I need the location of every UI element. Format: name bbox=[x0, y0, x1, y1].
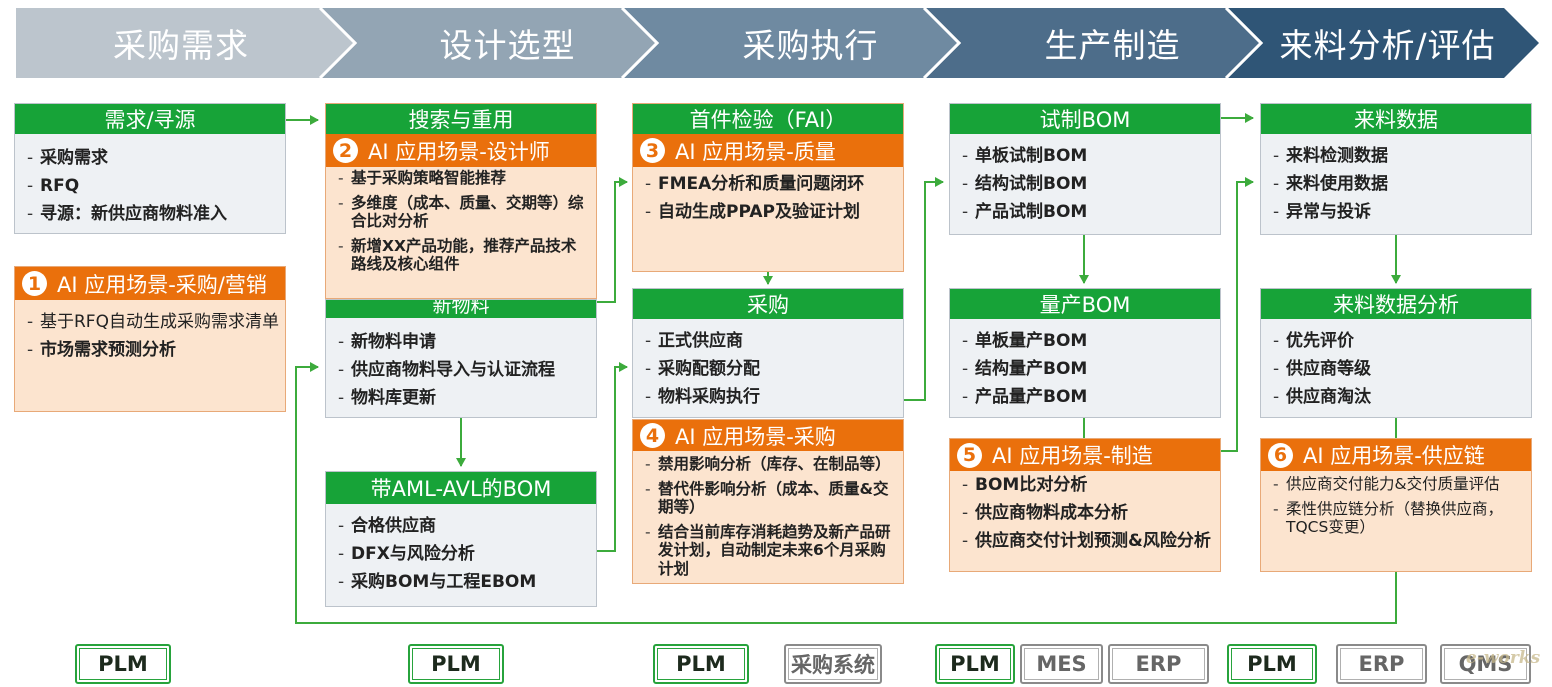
ai-scenario-3-title: AI 应用场景-质量 bbox=[675, 139, 836, 164]
ai-scenario-1-header: 1 AI 应用场景-采购/营销 bbox=[15, 267, 285, 300]
search-reuse-title: 搜索与重用 bbox=[326, 104, 596, 134]
ai-scenario-2-title: AI 应用场景-设计师 bbox=[368, 139, 550, 164]
stage-demand: 采购需求 bbox=[113, 26, 249, 65]
system-erp: ERP bbox=[1336, 644, 1427, 684]
ai-scenario-5-header: 5 AI 应用场景-制造 bbox=[950, 439, 1220, 471]
mass-production-bom-box: 量产BOM 单板量产BOM 结构量产BOM 产品量产BOM bbox=[949, 288, 1221, 418]
list-item: FMEA分析和质量问题闭环 bbox=[645, 174, 897, 195]
list-item: 多维度（成本、质量、交期等）综合比对分析 bbox=[338, 194, 590, 231]
list-item: 寻源：新供应商物料准入 bbox=[27, 204, 279, 225]
list-item: 新物料申请 bbox=[338, 332, 590, 353]
list-item: 供应商物料导入与认证流程 bbox=[338, 360, 590, 381]
system-plm: PLM bbox=[935, 644, 1015, 684]
ai-scenario-4-title: AI 应用场景-采购 bbox=[675, 424, 836, 449]
system-mes: MES bbox=[1020, 644, 1103, 684]
list-item: 基于RFQ自动生成采购需求清单 bbox=[27, 312, 279, 333]
stage-design: 设计选型 bbox=[439, 26, 576, 65]
list-item: 正式供应商 bbox=[645, 331, 897, 352]
purchase-title: 采购 bbox=[633, 289, 903, 319]
ai-scenario-6-box: 6 AI 应用场景-供应链 供应商交付能力&交付质量评估 柔性供应链分析（替换供… bbox=[1260, 438, 1532, 572]
ai-scenario-6-title: AI 应用场景-供应链 bbox=[1303, 444, 1485, 468]
ai-scenario-1-title: AI 应用场景-采购/营销 bbox=[57, 272, 267, 297]
list-item: 基于采购策略智能推荐 bbox=[338, 169, 590, 188]
ai-scenario-5-box: 5 AI 应用场景-制造 BOM比对分析 供应商物料成本分析 供应商交付计划预测… bbox=[949, 438, 1221, 572]
list-item: 异常与投诉 bbox=[1273, 202, 1525, 223]
list-item: 产品试制BOM bbox=[962, 202, 1214, 223]
list-item: 单板量产BOM bbox=[962, 331, 1214, 352]
ai-scenario-6-header: 6 AI 应用场景-供应链 bbox=[1261, 439, 1531, 471]
trial-bom-box: 试制BOM 单板试制BOM 结构试制BOM 产品试制BOM bbox=[949, 103, 1221, 235]
list-item: 结合当前库存消耗趋势及新产品研发计划，自动制定未来6个月采购计划 bbox=[645, 523, 897, 579]
ai-scenario-2-header: 2 AI 应用场景-设计师 bbox=[326, 134, 596, 167]
search-reuse-box: 搜索与重用 2 AI 应用场景-设计师 基于采购策略智能推荐 多维度（成本、质量… bbox=[325, 103, 597, 299]
list-item: 产品量产BOM bbox=[962, 387, 1214, 408]
list-item: 物料库更新 bbox=[338, 388, 590, 409]
system-plm: PLM bbox=[653, 644, 749, 684]
list-item: 单板试制BOM bbox=[962, 146, 1214, 167]
list-item: 结构试制BOM bbox=[962, 174, 1214, 195]
stage-manufacturing: 生产制造 bbox=[1044, 26, 1181, 65]
incoming-analysis-title: 来料数据分析 bbox=[1261, 289, 1531, 319]
ai-scenario-4-box: 4 AI 应用场景-采购 禁用影响分析（库存、在制品等） 替代件影响分析（成本、… bbox=[632, 419, 904, 584]
list-item: 自动生成PPAP及验证计划 bbox=[645, 202, 897, 223]
number-badge: 5 bbox=[957, 442, 982, 468]
number-badge: 2 bbox=[333, 138, 358, 163]
number-badge: 3 bbox=[640, 138, 665, 163]
ai-scenario-5-title: AI 应用场景-制造 bbox=[992, 444, 1153, 468]
list-item: 采购需求 bbox=[27, 148, 279, 169]
list-item: 物料采购执行 bbox=[645, 387, 897, 408]
list-item: 结构量产BOM bbox=[962, 359, 1214, 380]
list-item: 新增XX产品功能，推荐产品技术路线及核心组件 bbox=[338, 237, 590, 274]
stage-incoming-analysis: 来料分析/评估 bbox=[1279, 26, 1496, 65]
number-badge: 4 bbox=[640, 423, 665, 448]
list-item: 供应商等级 bbox=[1273, 359, 1525, 380]
list-item: BOM比对分析 bbox=[962, 475, 1214, 496]
ai-scenario-3-header: 3 AI 应用场景-质量 bbox=[633, 134, 903, 167]
list-item: 来料使用数据 bbox=[1273, 174, 1525, 195]
demand-sourcing-box: 需求/寻源 采购需求 RFQ 寻源：新供应商物料准入 bbox=[14, 103, 286, 234]
number-badge: 1 bbox=[22, 271, 47, 296]
system-erp: ERP bbox=[1108, 644, 1209, 684]
list-item: 供应商交付能力&交付质量评估 bbox=[1273, 475, 1525, 494]
watermark-logo: e-works bbox=[1466, 648, 1541, 668]
incoming-analysis-box: 来料数据分析 优先评价 供应商等级 供应商淘汰 bbox=[1260, 288, 1532, 418]
list-item: 采购BOM与工程EBOM bbox=[338, 572, 590, 593]
list-item: 供应商淘汰 bbox=[1273, 387, 1525, 408]
stage-execution: 采购执行 bbox=[742, 26, 879, 65]
list-item: 供应商交付计划预测&风险分析 bbox=[962, 531, 1214, 552]
purchase-box: 采购 正式供应商 采购配额分配 物料采购执行 bbox=[632, 288, 904, 418]
list-item: 供应商物料成本分析 bbox=[962, 503, 1214, 524]
system-qms: QMS bbox=[1440, 644, 1531, 684]
fai-box: 首件检验（FAI） 3 AI 应用场景-质量 FMEA分析和质量问题闭环 自动生… bbox=[632, 103, 904, 272]
list-item: 合格供应商 bbox=[338, 516, 590, 537]
list-item: RFQ bbox=[27, 176, 279, 197]
ai-scenario-4-header: 4 AI 应用场景-采购 bbox=[633, 420, 903, 451]
list-item: DFX与风险分析 bbox=[338, 544, 590, 565]
number-badge: 6 bbox=[1268, 442, 1293, 468]
trial-bom-title: 试制BOM bbox=[950, 104, 1220, 134]
list-item: 市场需求预测分析 bbox=[27, 340, 279, 361]
aml-avl-bom-box: 带AML-AVL的BOM 合格供应商 DFX与风险分析 采购BOM与工程EBOM bbox=[325, 471, 597, 607]
list-item: 替代件影响分析（成本、质量&交期等） bbox=[645, 480, 897, 517]
system-plm: PLM bbox=[408, 644, 504, 684]
new-material-title: 新物料 bbox=[326, 300, 596, 318]
list-item: 禁用影响分析（库存、在制品等） bbox=[645, 455, 897, 474]
incoming-data-box: 来料数据 来料检测数据 来料使用数据 异常与投诉 bbox=[1260, 103, 1532, 235]
incoming-data-title: 来料数据 bbox=[1261, 104, 1531, 134]
list-item: 来料检测数据 bbox=[1273, 146, 1525, 167]
stage-banner bbox=[16, 6, 1539, 80]
ai-scenario-1-box: 1 AI 应用场景-采购/营销 基于RFQ自动生成采购需求清单 市场需求预测分析 bbox=[14, 266, 286, 412]
fai-title: 首件检验（FAI） bbox=[633, 104, 903, 134]
system-plm: PLM bbox=[1227, 644, 1317, 684]
system-procurement: 采购系统 bbox=[784, 644, 882, 684]
new-material-box: 新物料 新物料申请 供应商物料导入与认证流程 物料库更新 bbox=[325, 299, 597, 418]
list-item: 柔性供应链分析（替换供应商，TQCS变更） bbox=[1273, 500, 1525, 537]
aml-avl-bom-title: 带AML-AVL的BOM bbox=[326, 472, 596, 504]
mass-production-bom-title: 量产BOM bbox=[950, 289, 1220, 319]
list-item: 优先评价 bbox=[1273, 331, 1525, 352]
list-item: 采购配额分配 bbox=[645, 359, 897, 380]
demand-sourcing-title: 需求/寻源 bbox=[15, 104, 285, 134]
system-plm: PLM bbox=[75, 644, 171, 684]
